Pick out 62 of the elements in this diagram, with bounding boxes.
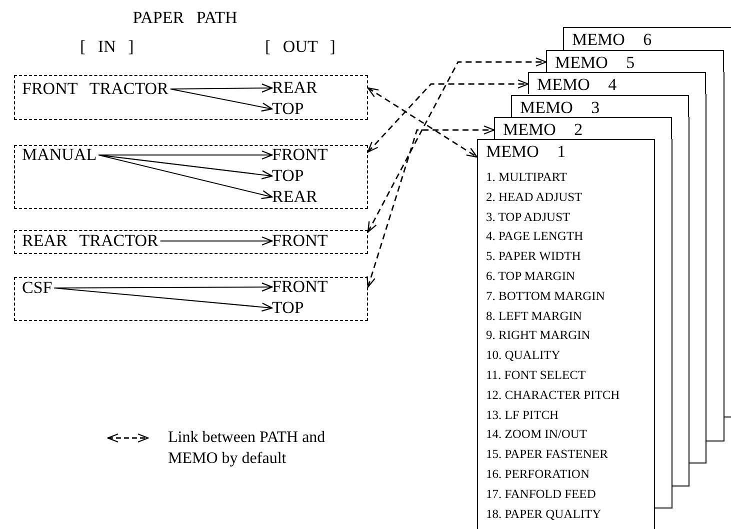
dashed-link-arrow — [367, 87, 478, 158]
memo-item: 9. RIGHT MARGIN — [486, 327, 590, 344]
dashed-link-arrow — [367, 57, 547, 233]
memo-card-tab — [511, 95, 689, 117]
column-heading: [ OUT ] — [265, 37, 336, 57]
paper-output-label: FRONT — [272, 277, 328, 297]
flow-arrow — [98, 154, 273, 200]
flow-arrow — [170, 84, 273, 93]
paper-output-label: TOP — [272, 99, 304, 119]
paper-source-label: MANUAL — [22, 145, 222, 165]
legend-text: Link between PATH and MEMO by default — [168, 428, 326, 469]
flow-arrow — [54, 282, 273, 292]
dashed-link-arrow — [367, 79, 529, 153]
dashed-group-box — [14, 145, 368, 209]
memo-title: MEMO 5 — [555, 53, 635, 73]
memo-item: 16. PERFORATION — [486, 466, 590, 483]
memo-title: MEMO 2 — [503, 120, 583, 140]
memo-title: MEMO 6 — [572, 30, 652, 50]
memo-item: 7. BOTTOM MARGIN — [486, 288, 605, 305]
flow-arrow — [98, 150, 273, 160]
memo-title: MEMO 4 — [537, 75, 617, 95]
dashed-group-box — [14, 230, 368, 254]
paper-source-label: FRONT TRACTOR — [22, 79, 222, 99]
memo-item: 2. HEAD ADJUST — [486, 188, 582, 206]
memo-title: MEMO 3 — [520, 98, 600, 118]
dashed-group-box — [14, 75, 368, 120]
paper-output-label: FRONT — [272, 231, 328, 251]
column-heading: [ IN ] — [80, 37, 134, 57]
paper-output-label: TOP — [272, 166, 304, 186]
memo-item: 14. ZOOM IN/OUT — [486, 426, 588, 444]
memo-card-tab — [528, 72, 706, 94]
memo-item: 3. TOP ADJUST — [486, 208, 570, 226]
diagram-title: PAPER PATH — [132, 8, 238, 28]
paper-output-label: REAR — [272, 187, 318, 207]
paper-output-label: TOP — [272, 298, 304, 318]
memo-item: 15. PAPER FASTENER — [486, 446, 608, 464]
flow-arrow — [170, 88, 273, 112]
memo-item: 8. LEFT MARGIN — [486, 308, 582, 325]
paper-source-label: REAR TRACTOR — [22, 231, 222, 251]
paper-output-label: FRONT — [272, 145, 328, 165]
memo-item: 6. TOP MARGIN — [486, 268, 576, 285]
memo-title: MEMO 1 — [486, 142, 566, 162]
memo-card-tab — [494, 117, 672, 139]
flow-arrow — [98, 154, 273, 180]
memo-item: 18. PAPER QUALITY — [486, 506, 602, 523]
memo-item: 1. MULTIPART — [486, 169, 567, 186]
paper-source-label: CSF — [22, 278, 222, 298]
memo-item: 4. PAGE LENGTH — [486, 228, 584, 246]
memo-card — [477, 139, 655, 529]
memo-card-tab — [563, 27, 731, 50]
memo-card-tab — [546, 50, 724, 72]
memo-item: 13. LF PITCH — [486, 406, 559, 424]
memo-item: 5. PAPER WIDTH — [486, 248, 581, 266]
memo-item: 17. FANFOLD FEED — [486, 486, 596, 503]
dashed-link-arrow — [366, 125, 495, 288]
flow-arrow — [160, 236, 273, 246]
flow-arrow — [54, 288, 273, 312]
memo-item: 10. QUALITY — [486, 347, 560, 364]
memo-item: 12. CHARACTER PITCH — [486, 386, 620, 404]
dashed-group-box — [14, 277, 368, 321]
memo-item: 11. FONT SELECT — [486, 366, 586, 384]
paper-output-label: REAR — [272, 78, 318, 98]
